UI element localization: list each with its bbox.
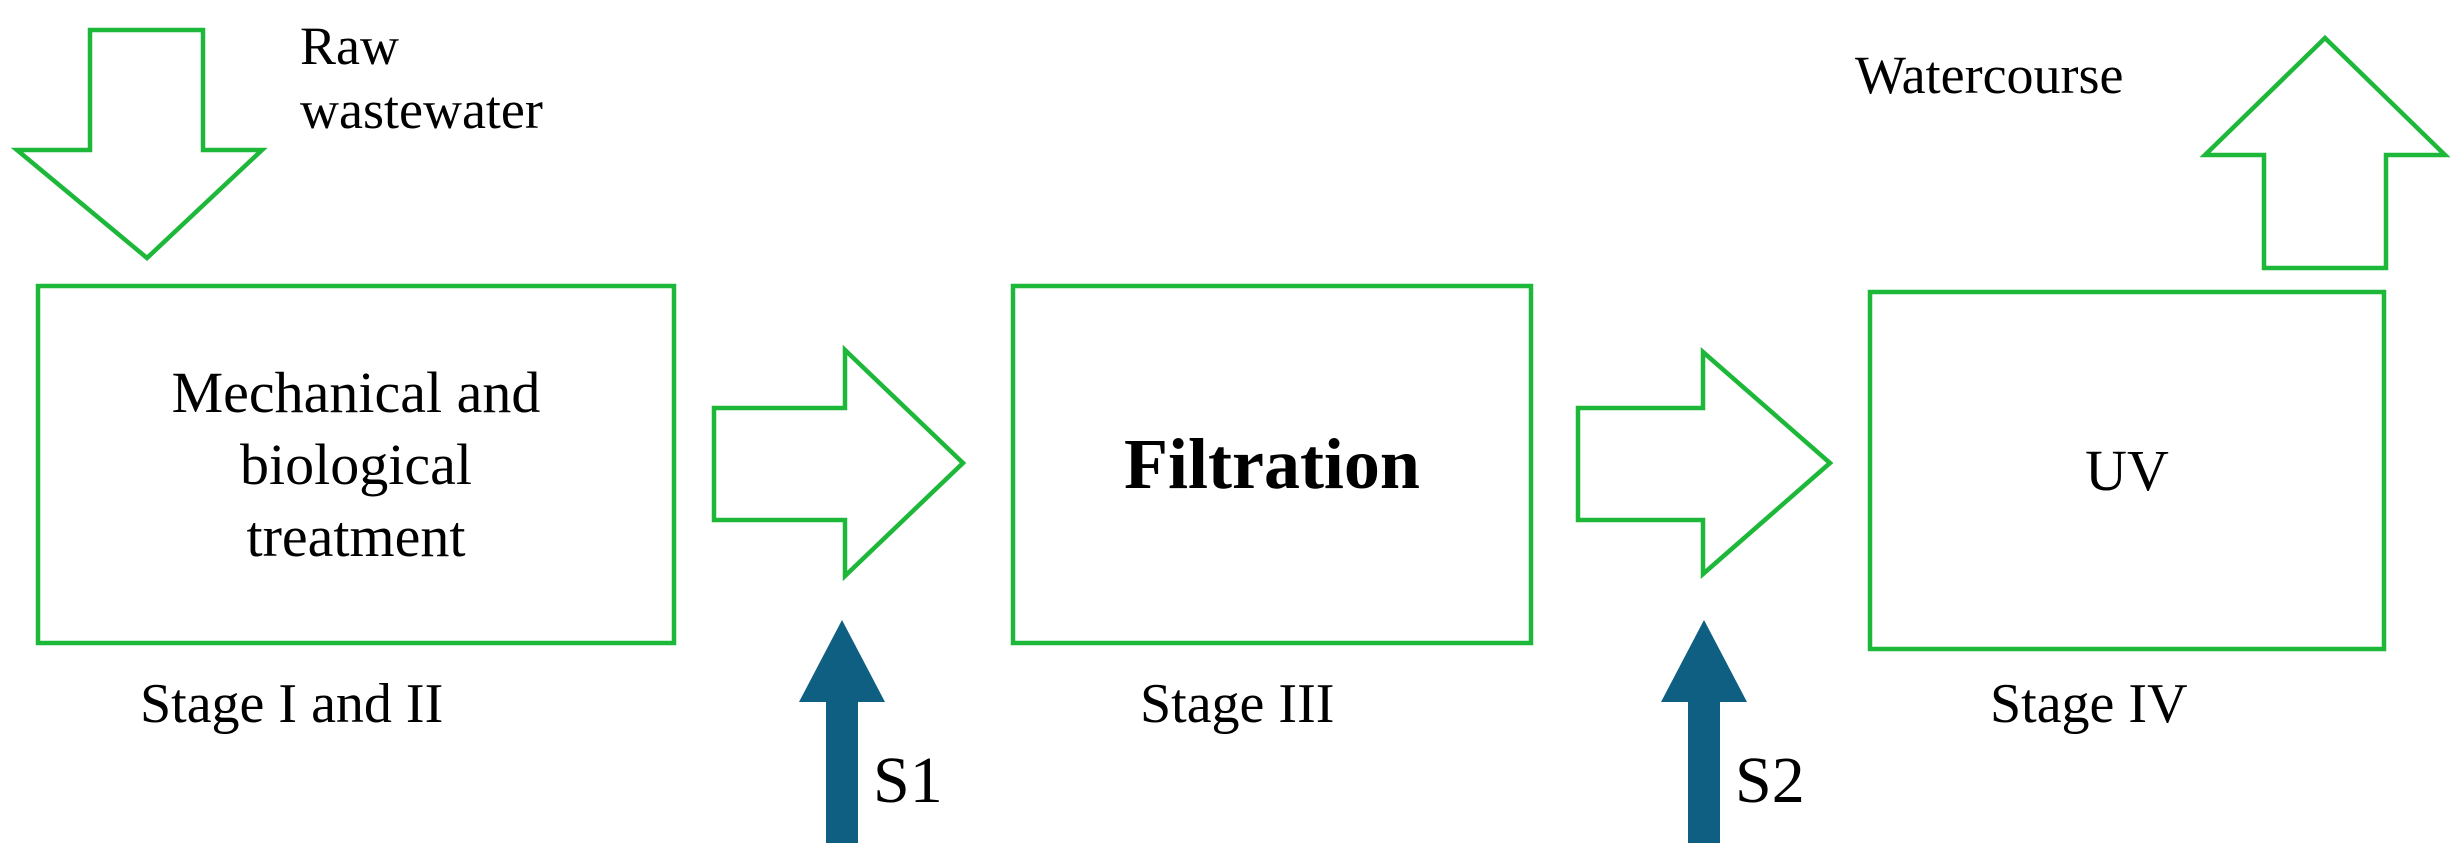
- sampling-point-s2-label: S2: [1735, 744, 1805, 817]
- raw-wastewater-label: Raw wastewater: [300, 14, 543, 142]
- raw-wastewater-label-line2: wastewater: [300, 80, 543, 140]
- flow-arrow-stage-3-to-4: [1575, 347, 1834, 579]
- stage-1-2-caption: Stage I and II: [140, 673, 444, 735]
- stage-3-caption: Stage III: [1140, 673, 1335, 735]
- stage-1-2-text-line3: treatment: [246, 503, 466, 569]
- raw-wastewater-label-line1: Raw: [300, 16, 399, 76]
- stage-3-box-text: Filtration: [1015, 288, 1529, 641]
- stage-4-text: UV: [2085, 438, 2169, 503]
- sampling-point-s2-arrow: [1661, 620, 1747, 843]
- raw-wastewater-down-arrow: [10, 27, 268, 262]
- stage-1-2-text-line1: Mechanical and: [171, 359, 541, 425]
- watercourse-label: Watercourse: [1855, 45, 2124, 105]
- stage-1-2-box-text: Mechanical and biological treatment: [40, 288, 672, 641]
- stage-3-box: [1010, 283, 1534, 646]
- watercourse-up-arrow: [2199, 34, 2451, 271]
- stage-3-text: Filtration: [1124, 424, 1420, 504]
- sampling-point-s1-label: S1: [873, 744, 943, 817]
- stage-4-box-text: UV: [1872, 294, 2382, 647]
- stage-4-caption: Stage IV: [1990, 673, 2188, 735]
- sampling-point-s1-arrow: [799, 620, 885, 843]
- flow-arrow-stage-1-to-3: [711, 344, 967, 582]
- stage-4-box: [1867, 289, 2387, 652]
- stage-1-2-box: [35, 283, 677, 646]
- stage-1-2-text-line2: biological: [240, 431, 472, 497]
